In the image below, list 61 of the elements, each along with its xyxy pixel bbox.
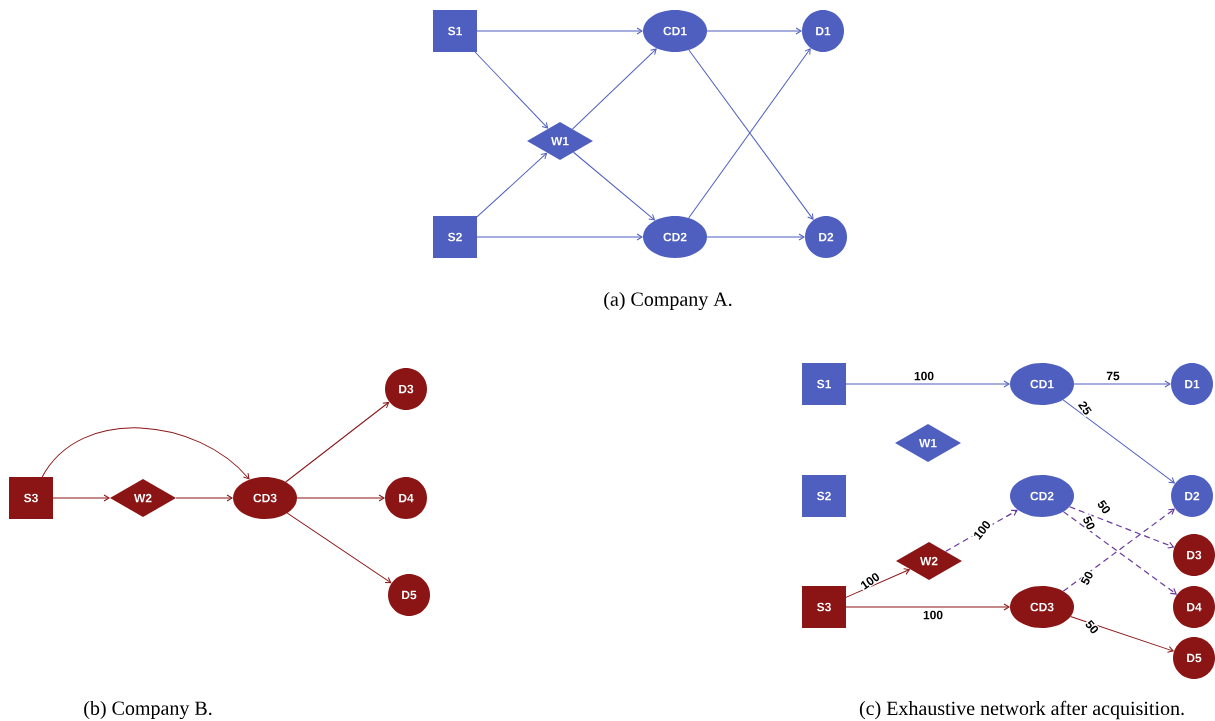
arrow: [1070, 616, 1174, 653]
square-node: S1: [433, 10, 477, 52]
arrow: [286, 512, 392, 584]
edge-label: 100: [922, 609, 944, 621]
circle-node: D4: [1173, 586, 1215, 628]
edge-label: 50: [1081, 513, 1097, 533]
square-node: S3: [802, 586, 846, 628]
arrow: [573, 151, 655, 221]
arrow: [476, 27, 643, 35]
ellipse-node: CD3: [233, 477, 297, 519]
arrow: [296, 494, 385, 502]
arrow: [944, 509, 1018, 553]
edge-label: 100: [971, 518, 993, 542]
edge-label: 50: [1078, 568, 1096, 588]
edge-label: 25: [1076, 398, 1094, 418]
subfigure-caption: (a) Company A.: [604, 291, 732, 311]
arrow: [41, 427, 250, 480]
edge-label: 50: [1095, 497, 1113, 517]
diamond-node: W2: [110, 479, 176, 517]
circle-node: D2: [805, 216, 847, 258]
arrow: [1062, 399, 1175, 484]
circle-node: D5: [1173, 637, 1215, 679]
ellipse-node: CD2: [643, 216, 707, 258]
diamond-node: W2: [896, 542, 962, 580]
arrow: [706, 233, 805, 241]
square-node: S2: [802, 475, 846, 517]
square-node: S3: [9, 477, 53, 519]
edge-label: 100: [858, 570, 883, 592]
arrow: [706, 27, 802, 35]
diamond-node: W1: [895, 424, 961, 462]
circle-node: D3: [1173, 534, 1215, 576]
arrow: [476, 233, 643, 241]
edge-label: 100: [913, 370, 935, 382]
arrow: [1073, 380, 1171, 388]
ellipse-node: CD2: [1010, 475, 1074, 517]
subfigure-caption: (b) Company B.: [84, 700, 212, 720]
arrow: [476, 152, 548, 218]
circle-node: D1: [1171, 363, 1213, 405]
arrow: [474, 51, 549, 129]
ellipse-node: CD1: [1010, 363, 1074, 405]
square-node: S2: [433, 216, 477, 258]
arrow: [571, 48, 657, 130]
circle-node: D3: [385, 368, 427, 410]
arrow: [845, 603, 1010, 611]
arrow: [1068, 506, 1175, 549]
arrow: [845, 380, 1010, 388]
arrow: [845, 568, 910, 598]
arrow: [175, 494, 233, 502]
circle-node: D1: [802, 10, 844, 52]
arrow: [285, 401, 390, 483]
edge-label: 50: [1083, 617, 1101, 637]
circle-node: D4: [385, 477, 427, 519]
square-node: S1: [802, 363, 846, 405]
ellipse-node: CD3: [1010, 586, 1074, 628]
circle-node: D5: [388, 574, 430, 616]
arrow: [52, 494, 110, 502]
subfigure-caption: (c) Exhaustive network after acquisition.: [859, 700, 1184, 720]
ellipse-node: CD1: [643, 10, 707, 52]
diamond-node: W1: [527, 122, 593, 160]
edge-label: 75: [1105, 370, 1121, 382]
circle-node: D2: [1171, 475, 1213, 517]
